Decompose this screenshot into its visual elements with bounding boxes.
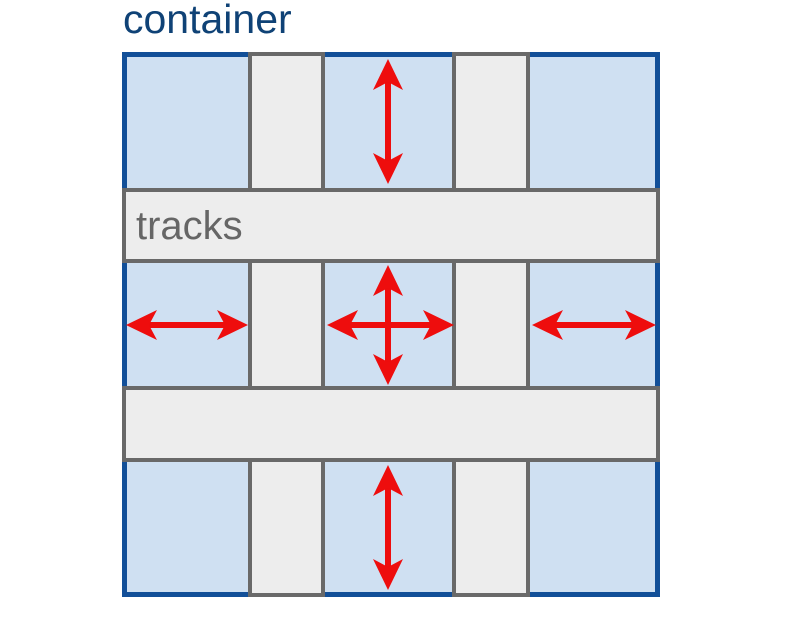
- horizontal-resize-arrow-icon-left: [126, 310, 248, 340]
- tracks-label: tracks: [136, 203, 243, 248]
- vertical-resize-arrow-icon-bottom: [373, 465, 403, 590]
- column-track-2: [452, 52, 530, 597]
- vertical-resize-arrow-icon-top: [373, 59, 403, 184]
- grid-diagram: tracks: [122, 52, 660, 597]
- horizontal-resize-arrow-icon-right: [532, 310, 656, 340]
- row-track-1: tracks: [122, 188, 660, 263]
- horizontal-resize-arrow-icon-middle: [327, 310, 454, 340]
- container-label: container: [123, 0, 292, 42]
- row-track-2: [122, 386, 660, 462]
- column-track-1: [248, 52, 325, 597]
